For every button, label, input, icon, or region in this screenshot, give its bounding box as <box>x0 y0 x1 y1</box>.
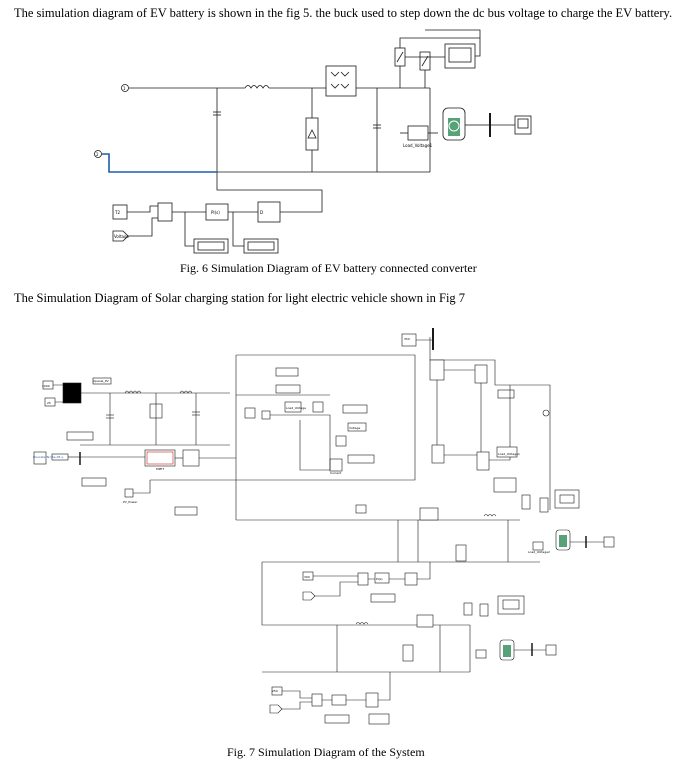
paragraph-solar-station: The Simulation Diagram of Solar charging… <box>14 291 466 305</box>
fig7-caption: Fig. 7 Simulation Diagram of the System <box>227 745 425 759</box>
pwm-label: D <box>260 210 263 215</box>
port2-label: 2 <box>96 152 99 157</box>
const-t2-label: T2 <box>114 210 120 215</box>
load-voltage-label: Load_Voltage1 <box>403 143 433 148</box>
paragraph-ev-battery: The simulation diagram of EV battery is … <box>14 6 673 20</box>
pid-label: PI(s) <box>211 210 220 215</box>
port1-label: 1 <box>123 86 126 91</box>
fig6-caption: Fig. 6 Simulation Diagram of EV battery … <box>180 261 477 275</box>
voltage-tag-label: Voltage <box>114 234 130 239</box>
